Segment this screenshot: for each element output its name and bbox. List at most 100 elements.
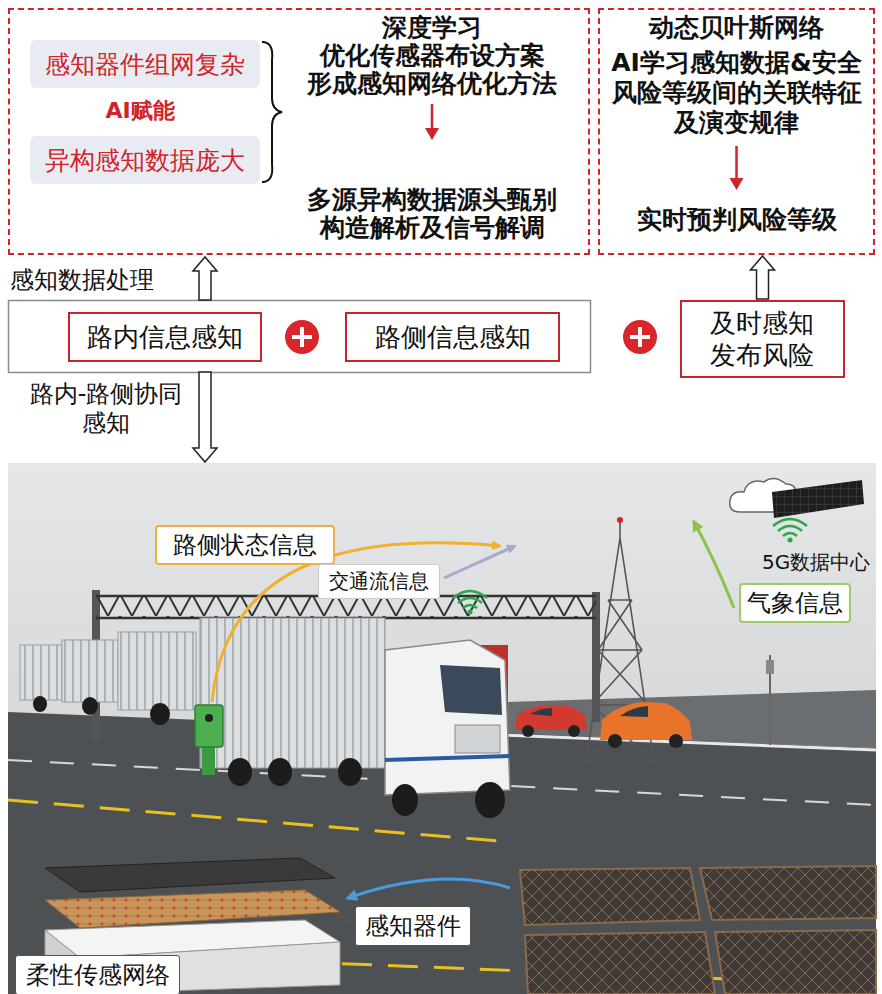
scene bbox=[8, 800, 510, 842]
truck-cab bbox=[392, 784, 418, 816]
process-box: 路内信息感知 bbox=[68, 312, 262, 362]
wheels bbox=[228, 758, 252, 786]
process-box: 路侧信息感知 bbox=[345, 312, 560, 362]
wheels bbox=[82, 697, 98, 715]
plus-symbol bbox=[292, 327, 312, 347]
data-center bbox=[772, 480, 864, 518]
scene bbox=[8, 463, 876, 994]
hollow-arrow bbox=[751, 256, 775, 299]
trailers bbox=[20, 618, 385, 768]
data-arrows bbox=[444, 546, 515, 578]
grouping-box bbox=[9, 301, 591, 373]
cars bbox=[669, 734, 683, 748]
sensor-panels bbox=[520, 868, 700, 925]
flow-arrow bbox=[425, 104, 439, 140]
callout-box: 路侧状态信息 bbox=[155, 525, 335, 565]
wheels bbox=[338, 758, 362, 786]
truck-cab bbox=[385, 640, 510, 795]
truck-cab bbox=[385, 756, 510, 760]
plus-symbol bbox=[285, 320, 319, 354]
gantry bbox=[96, 596, 596, 618]
box-text: 感知器件组网复杂 bbox=[45, 48, 245, 81]
wifi-dot bbox=[468, 610, 473, 615]
handheld-sensor bbox=[202, 745, 215, 775]
box-text: 交通流信息 bbox=[329, 568, 429, 595]
wheels bbox=[33, 696, 362, 786]
emphasis-label: AI赋能 bbox=[72, 96, 208, 126]
box-text: 路侧状态信息 bbox=[173, 529, 317, 561]
handheld-sensor bbox=[205, 714, 213, 722]
cars bbox=[608, 734, 622, 748]
truck-cab bbox=[385, 640, 510, 818]
plus-symbol bbox=[623, 320, 657, 354]
trailers bbox=[62, 640, 118, 702]
callout-box: 柔性传感网络 bbox=[15, 955, 180, 994]
curly-bracket bbox=[262, 42, 282, 182]
method-title: 动态贝叶斯网络 bbox=[600, 14, 873, 42]
flow-arrow bbox=[735, 146, 738, 180]
callout-box: 交通流信息 bbox=[318, 564, 440, 599]
flow-label: 感知数据处理 bbox=[10, 266, 154, 295]
dashed-region: 动态贝叶斯网络AI学习感知数据&安全风险等级间的关联特征及演变规律实时预判风险等… bbox=[598, 8, 875, 255]
box-text: 及时感知 发布风险 bbox=[707, 307, 819, 372]
trailers bbox=[20, 645, 62, 700]
weather-pole bbox=[766, 660, 774, 674]
tower bbox=[617, 517, 623, 523]
flexible-layers bbox=[45, 890, 340, 928]
callout-box: 气象信息 bbox=[739, 583, 851, 623]
cars bbox=[522, 725, 534, 737]
hollow-arrow bbox=[193, 257, 217, 300]
method-text: AI学习感知数据&安全风险等级间的关联特征及演变规律 bbox=[608, 48, 865, 138]
method-text: 多源异构数据源头甄别 构造解析及信号解调 bbox=[297, 186, 567, 242]
data-arrows bbox=[212, 522, 734, 898]
cars bbox=[530, 708, 552, 716]
data-arrows bbox=[694, 522, 734, 608]
wifi-icon bbox=[773, 519, 807, 536]
truck-cab bbox=[455, 725, 500, 753]
plus-symbol bbox=[630, 327, 650, 347]
dashed-region: AI赋能深度学习 优化传感器布设方案 形成感知网络优化方法多源异构数据源头甄别 … bbox=[8, 8, 590, 255]
challenge-box: 感知器件组网复杂 bbox=[30, 40, 260, 88]
truck-cab bbox=[440, 665, 502, 715]
flexible-layers bbox=[45, 858, 335, 892]
data-center bbox=[730, 478, 864, 518]
gantry bbox=[96, 596, 596, 618]
leader-line bbox=[338, 914, 352, 924]
plus-symbol bbox=[285, 320, 319, 354]
flow-arrow bbox=[425, 128, 439, 140]
box-text: 感知器件 bbox=[365, 910, 461, 942]
wifi-icon bbox=[453, 591, 487, 608]
cars bbox=[568, 725, 580, 737]
sensor-panels bbox=[525, 932, 715, 994]
box-text: 路侧信息感知 bbox=[375, 320, 531, 355]
box-text: 异构感知数据庞大 bbox=[45, 144, 245, 177]
cars bbox=[515, 702, 692, 748]
scene bbox=[480, 690, 876, 748]
challenge-box: 异构感知数据庞大 bbox=[30, 136, 260, 184]
box-text: 柔性传感网络 bbox=[26, 959, 170, 991]
cars bbox=[620, 706, 648, 717]
hollow-arrow bbox=[193, 372, 217, 462]
truck-cab bbox=[475, 782, 505, 818]
wheels bbox=[268, 758, 292, 786]
data-arrows bbox=[212, 543, 500, 702]
top-decor bbox=[9, 42, 658, 462]
box-text: 路内信息感知 bbox=[87, 320, 243, 355]
sensor-panels bbox=[715, 930, 876, 994]
handheld-sensor bbox=[195, 705, 223, 747]
flow-arrow bbox=[730, 178, 744, 190]
callout-box: 感知器件 bbox=[355, 906, 471, 946]
process-box: 及时感知 发布风险 bbox=[680, 300, 845, 378]
data-arrows bbox=[348, 879, 510, 898]
scene bbox=[8, 463, 876, 994]
box-text: 气象信息 bbox=[747, 587, 843, 619]
trailers bbox=[118, 632, 196, 710]
plus-symbol bbox=[623, 320, 657, 354]
handheld-sensor bbox=[195, 705, 223, 775]
wheels bbox=[33, 696, 47, 712]
flow-label: 路内-路侧协同 感知 bbox=[20, 380, 192, 438]
flow-arrow bbox=[431, 104, 434, 130]
wifi-dot bbox=[788, 538, 793, 543]
scene bbox=[480, 734, 876, 750]
